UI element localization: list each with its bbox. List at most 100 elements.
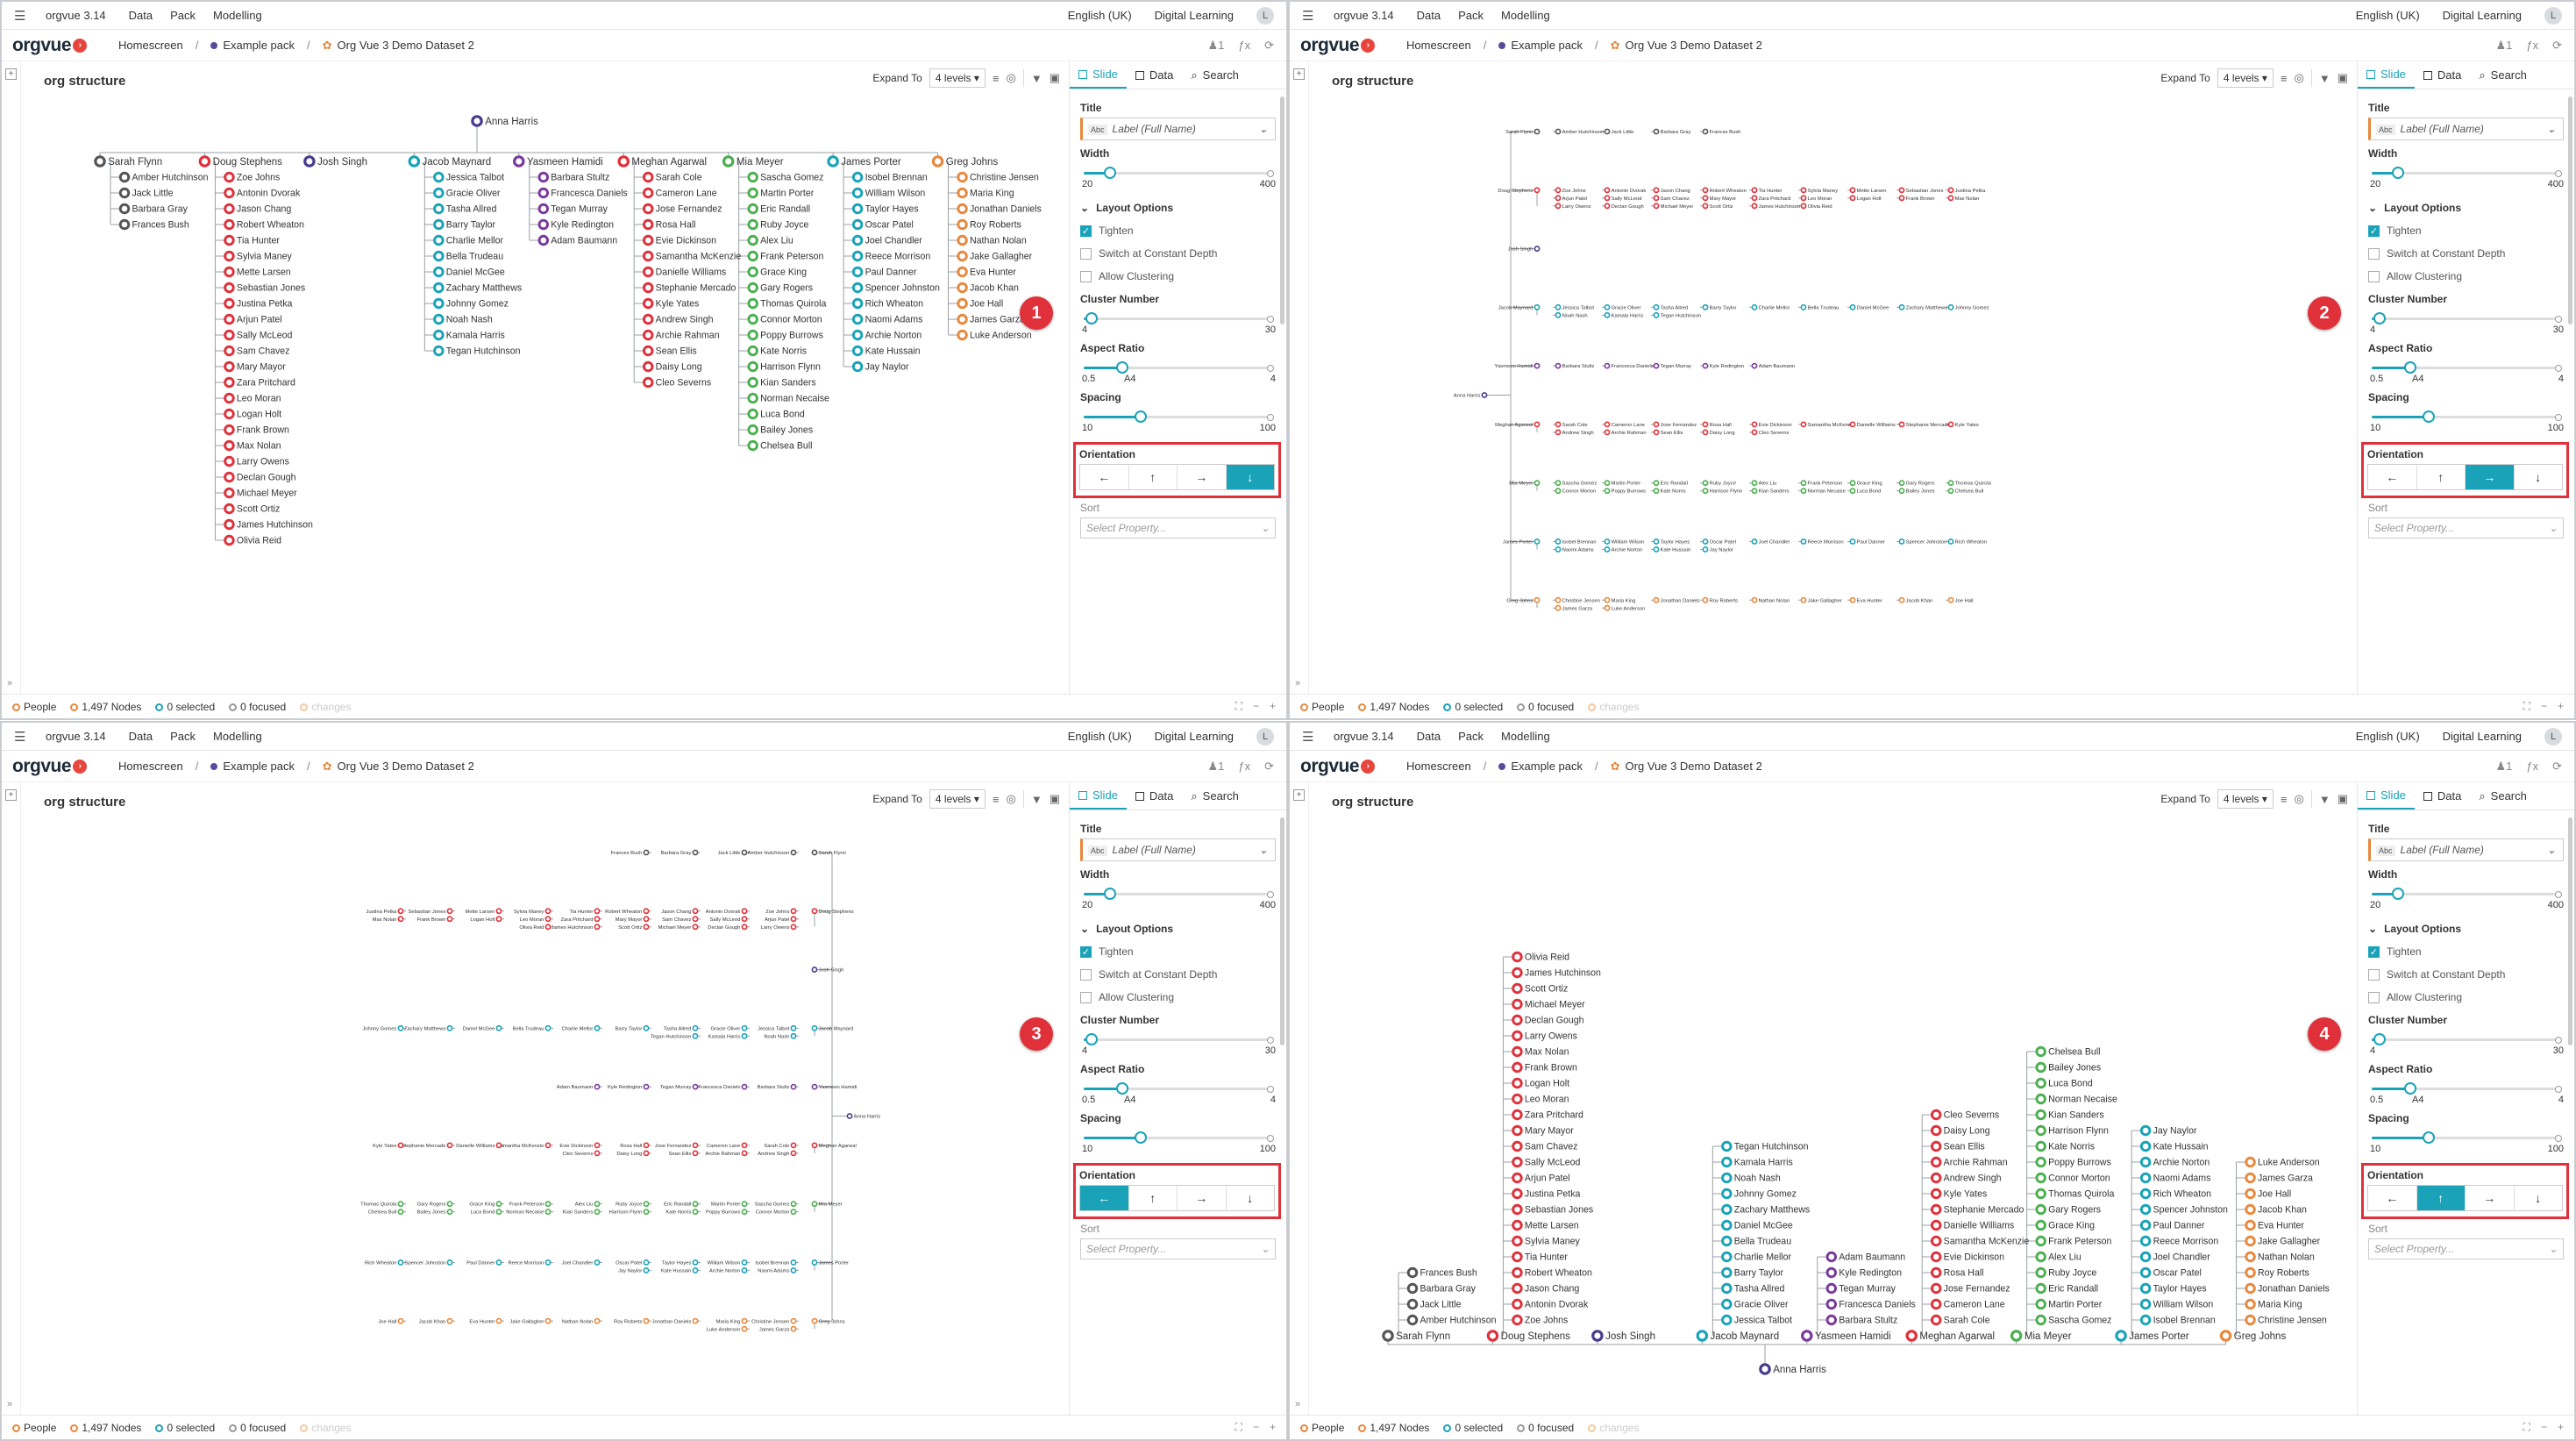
focused-status[interactable]: 0 focused — [1517, 1422, 1574, 1434]
tree-node[interactable]: Kyle Yates — [1947, 421, 1979, 428]
tab-slide[interactable]: Slide — [2358, 782, 2415, 810]
tree-node[interactable]: Francesca Daniels — [537, 187, 628, 199]
width-slider-handle[interactable] — [1103, 888, 1116, 900]
tree-node[interactable]: Alex Liu — [747, 234, 793, 246]
tree-node[interactable]: Barbara Gray — [118, 203, 189, 215]
tree-node[interactable]: Bailey Jones — [1898, 488, 1935, 495]
tree-node[interactable]: Taylor Hayes — [2139, 1282, 2207, 1295]
tree-node[interactable]: Yasmeen Hamidi — [1800, 1330, 1891, 1342]
tree-node[interactable]: Max Nolan — [1512, 1045, 1569, 1058]
user-count-icon[interactable]: ♟1 — [1207, 38, 1225, 52]
tree-node[interactable]: Jason Chang — [661, 908, 699, 915]
tree-node[interactable]: Bella Trudeau — [1721, 1235, 1792, 1247]
breadcrumb-pack[interactable]: Example pack — [1498, 39, 1583, 52]
tree-node[interactable]: Barry Taylor — [1702, 303, 1737, 311]
menu-modelling[interactable]: Modelling — [1501, 730, 1550, 743]
tree-node[interactable]: Daniel McGee — [433, 266, 505, 278]
language-menu[interactable]: English (UK) — [2355, 730, 2420, 743]
tree-node[interactable]: Jacob Khan — [957, 282, 1019, 294]
tree-node[interactable]: Tia Hunter — [1751, 187, 1783, 194]
tree-node[interactable]: Rosa Hall — [1702, 421, 1732, 428]
tree-node[interactable]: Anna Harris — [1454, 392, 1488, 399]
tree-node[interactable]: Jessica Talbot — [758, 1024, 797, 1032]
breadcrumb-dataset[interactable]: ✿Org Vue 3 Demo Dataset 2 — [323, 760, 474, 774]
hamburger-icon[interactable]: ☰ — [1302, 729, 1314, 745]
properties-scrollbar[interactable] — [2568, 817, 2572, 1045]
tab-search[interactable]: ⌕Search — [1182, 61, 1247, 89]
tree-node[interactable]: Martin Porter — [1604, 480, 1640, 487]
tree-node[interactable]: Jake Gallagher — [2245, 1235, 2321, 1247]
tree-node[interactable]: Declan Gough — [1512, 1014, 1584, 1026]
tree-node[interactable]: Martin Porter — [2035, 1298, 2103, 1310]
orientation-down-button[interactable]: ↓ — [2514, 1186, 2562, 1210]
tree-node[interactable]: Evie Dickinson — [559, 1142, 601, 1149]
tree-node[interactable]: Noah Nash — [764, 1032, 797, 1040]
tree-node[interactable]: Arjun Patel — [1512, 1172, 1570, 1184]
zoom-out-icon[interactable]: − — [2540, 1421, 2547, 1433]
constant-depth-checkbox[interactable]: Switch at Constant Depth — [1080, 968, 1276, 981]
tree-node[interactable]: Daniel McGee — [463, 1024, 502, 1032]
tree-node[interactable]: Johnny Gomez — [362, 1024, 404, 1032]
cluster-slider-handle[interactable] — [2373, 1033, 2387, 1045]
user-count-icon[interactable]: ♟1 — [2495, 759, 2513, 773]
tree-node[interactable]: Barbara Gray — [1653, 128, 1691, 135]
levels-dropdown[interactable]: 4 levels ▾ — [929, 789, 986, 809]
tree-node[interactable]: Mette Larsen — [1512, 1219, 1579, 1231]
tree-node[interactable]: Archie Norton — [709, 1267, 748, 1274]
breadcrumb-homescreen[interactable]: Homescreen — [118, 39, 183, 52]
menu-pack[interactable]: Pack — [170, 730, 196, 743]
tree-node[interactable]: Josh Singh — [1591, 1330, 1655, 1342]
tree-node[interactable]: Archie Rahman — [705, 1150, 748, 1157]
tree-node[interactable]: Jessica Talbot — [1555, 303, 1594, 311]
tree-node[interactable]: Daisy Long — [1930, 1124, 1990, 1137]
tree-node[interactable]: Justina Petka — [366, 908, 404, 915]
tree-node[interactable]: Johnny Gomez — [1721, 1188, 1797, 1200]
tree-node[interactable]: Amber Hutchinson — [1555, 128, 1604, 135]
cluster-slider[interactable]: 4 30 — [2368, 1030, 2564, 1056]
tree-node[interactable]: Barbara Stultz — [537, 171, 609, 183]
tree-node[interactable]: Norman Necaise — [747, 392, 829, 404]
tree-node[interactable]: Jack Little — [1604, 128, 1633, 135]
tree-node[interactable]: Jay Naylor — [618, 1267, 650, 1274]
tree-node[interactable]: Cleo Severns — [563, 1150, 601, 1157]
tree-node[interactable]: William Wilson — [2139, 1298, 2213, 1310]
menu-modelling[interactable]: Modelling — [1501, 9, 1550, 22]
tree-node[interactable]: Logan Holt — [1512, 1077, 1569, 1089]
tree-node[interactable]: Zoe Johns — [1555, 187, 1586, 194]
tree-node[interactable]: James Hutchinson — [551, 924, 601, 931]
language-menu[interactable]: English (UK) — [1067, 9, 1132, 22]
tree-node[interactable]: Joe Hall — [2245, 1188, 2291, 1200]
language-menu[interactable]: English (UK) — [1067, 730, 1132, 743]
tree-node[interactable]: Thomas Quirola — [1947, 480, 1992, 487]
tree-node[interactable]: Michael Meyer — [1512, 998, 1585, 1010]
menu-data[interactable]: Data — [1416, 730, 1441, 743]
tree-node[interactable]: Olivia Reid — [519, 924, 551, 931]
tree-node[interactable]: Amber Hutchinson — [118, 171, 209, 183]
tree-node[interactable]: Reece Morrison — [851, 250, 930, 262]
orientation-left-button[interactable]: ← — [1080, 465, 1129, 489]
tighten-checkbox[interactable]: ✓Tighten — [2368, 945, 2564, 958]
levels-dropdown[interactable]: 4 levels ▾ — [2217, 789, 2274, 809]
tree-node[interactable]: Kamala Harris — [1721, 1156, 1793, 1168]
tree-node[interactable]: Sylvia Maney — [1512, 1235, 1581, 1247]
clustering-checkbox[interactable]: Allow Clustering — [1080, 270, 1276, 282]
spacing-slider[interactable]: 10 100 — [1080, 407, 1276, 433]
user-avatar[interactable]: L — [2544, 6, 2562, 25]
tree-node[interactable]: Sascha Gomez — [747, 171, 824, 183]
tree-node[interactable]: Greg Johns — [2219, 1330, 2286, 1342]
digital-learning-link[interactable]: Digital Learning — [2442, 730, 2522, 743]
menu-modelling[interactable]: Modelling — [213, 9, 262, 22]
tree-node[interactable]: Scott Ortiz — [618, 924, 650, 931]
tree-node[interactable]: Sebastian Jones — [408, 908, 453, 915]
sort-select[interactable]: Select Property...⌄ — [1080, 517, 1276, 539]
zoom-out-icon[interactable]: − — [2540, 700, 2547, 712]
tree-node[interactable]: Johnny Gomez — [433, 297, 509, 310]
hamburger-icon[interactable]: ☰ — [14, 729, 26, 745]
tree-node[interactable]: Francesca Daniels — [698, 1083, 748, 1091]
tree-node[interactable]: Frank Brown — [224, 424, 289, 436]
sort-select[interactable]: Select Property...⌄ — [2368, 1238, 2564, 1259]
tree-node[interactable]: Kate Hussain — [851, 345, 921, 357]
tree-node[interactable]: Luca Bond — [747, 408, 805, 420]
zoom-in-icon[interactable]: + — [1269, 700, 1276, 712]
